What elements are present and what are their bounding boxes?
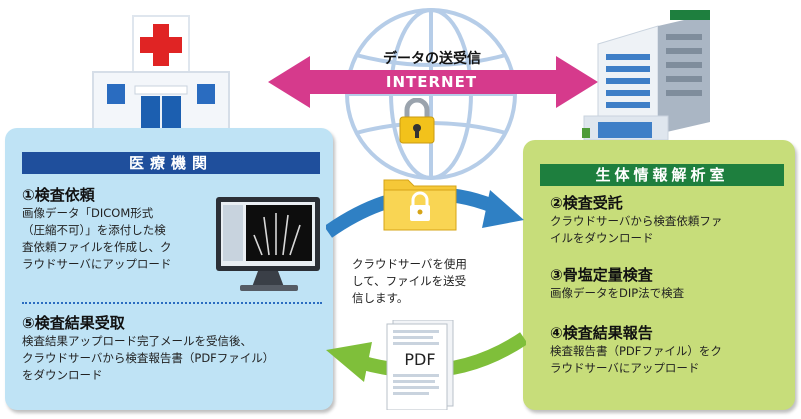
internet-label: INTERNET (385, 73, 478, 91)
transfer-label: データの送受信 (383, 51, 481, 67)
step1-body: 画像データ「DICOM形式 （圧縮不可）」を添付した検 査依頼ファイルを作成し、… (22, 206, 172, 271)
step3-title: ③骨塩定量検査 (550, 266, 653, 284)
office-building-icon (582, 10, 710, 143)
pdf-label: PDF (404, 350, 436, 369)
step5-title: ⑤検査結果受取 (22, 314, 125, 332)
step3-body: 画像データをDIP法で検査 (550, 286, 685, 300)
internet-arrow (268, 56, 598, 108)
step2-title: ②検査受託 (550, 194, 623, 212)
folder-lock-icon (383, 179, 457, 231)
step4-body: 検査報告書（PDFファイル）をク ラウドサーバにアップロード (550, 344, 722, 375)
step2-body: クラウドサーバから検査依頼ファ イルをダウンロード (550, 214, 723, 245)
padlock-icon (399, 98, 435, 144)
step4-title: ④検査結果報告 (550, 324, 653, 342)
monitor-xray-icon (216, 197, 320, 291)
cloud-description: クラウドサーバを使用 して、ファイルを送受 信します。 (352, 257, 467, 305)
step5-body: 検査結果アップロード完了メールを受信後、 クラウドサーバから検査報告書（PDFフ… (22, 334, 275, 382)
hospital-icon (92, 15, 230, 141)
medical-institution-header: 医療機関 (22, 152, 320, 174)
pdf-document-icon (386, 320, 454, 410)
lab-header: 生体情報解析室 (540, 164, 784, 186)
step-separator (22, 302, 322, 304)
step1-title: ①検査依頼 (22, 186, 95, 204)
